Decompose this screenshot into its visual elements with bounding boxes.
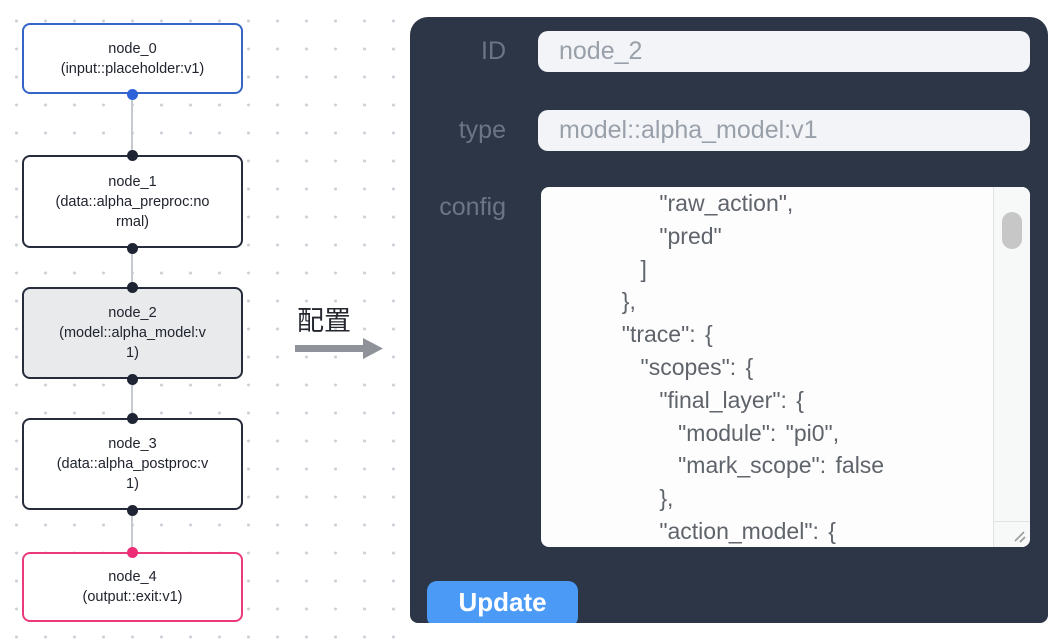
flow-node-node_1[interactable]: node_1 (data::alpha_preproc:normal) <box>22 155 243 248</box>
port-dot-output[interactable] <box>127 243 138 254</box>
scrollbar-thumb[interactable] <box>1002 212 1022 249</box>
port-dot-input[interactable] <box>127 150 138 161</box>
port-dot-input[interactable] <box>127 547 138 558</box>
port-dot-output[interactable] <box>127 505 138 516</box>
type-field-label: type <box>458 116 506 144</box>
node-type-label: (data::alpha_postproc:v1) <box>56 456 209 492</box>
flow-node-node_0[interactable]: node_0 (input::placeholder:v1) <box>22 23 243 94</box>
port-dot-output[interactable] <box>127 89 138 100</box>
node-type-label: (data::alpha_preproc:normal) <box>55 193 210 230</box>
node-title: node_4 <box>108 569 157 585</box>
type-input[interactable] <box>538 110 1030 151</box>
config-json-text[interactable]: "raw_action", "pred" ] }, "trace": { "sc… <box>621 190 885 544</box>
edge-line <box>131 510 133 552</box>
node-title: node_2 <box>108 305 157 321</box>
edge-line <box>131 379 133 418</box>
port-dot-input[interactable] <box>127 413 138 424</box>
node-type-label: (output::exit:v1) <box>82 589 183 605</box>
resize-grip-icon <box>1014 531 1026 543</box>
update-button[interactable]: Update <box>427 581 578 623</box>
id-input[interactable] <box>538 31 1030 72</box>
configure-edge-label: 配置 <box>297 306 351 336</box>
port-dot-output[interactable] <box>127 374 138 385</box>
node-config-panel: ID type config "raw_action", "pred" ] },… <box>410 17 1048 623</box>
node-type-label: (model::alpha_model:v1) <box>59 325 206 361</box>
config-textarea[interactable]: "raw_action", "pred" ] }, "trace": { "sc… <box>541 187 1030 547</box>
node-title: node_3 <box>108 436 157 452</box>
node-title: node_1 <box>108 173 157 190</box>
edge-line <box>131 248 133 287</box>
update-button-label: Update <box>458 587 547 617</box>
edge-line <box>131 94 133 155</box>
config-field-label: config <box>439 192 506 221</box>
node-title: node_0 <box>108 40 157 57</box>
canvas-dot-grid <box>412 0 1062 17</box>
flow-node-node_2-selected[interactable]: node_2 (model::alpha_model:v1) <box>22 287 243 379</box>
flow-node-node_4[interactable]: node_4 (output::exit:v1) <box>22 552 243 622</box>
right-arrow-icon <box>295 338 383 359</box>
flow-node-node_3[interactable]: node_3 (data::alpha_postproc:v1) <box>22 418 243 510</box>
node-type-label: (input::placeholder:v1) <box>60 60 205 77</box>
id-field-label: ID <box>481 37 506 65</box>
port-dot-input[interactable] <box>127 282 138 293</box>
config-scrollbar[interactable] <box>993 187 1030 547</box>
textarea-resize-handle[interactable] <box>993 521 1030 547</box>
